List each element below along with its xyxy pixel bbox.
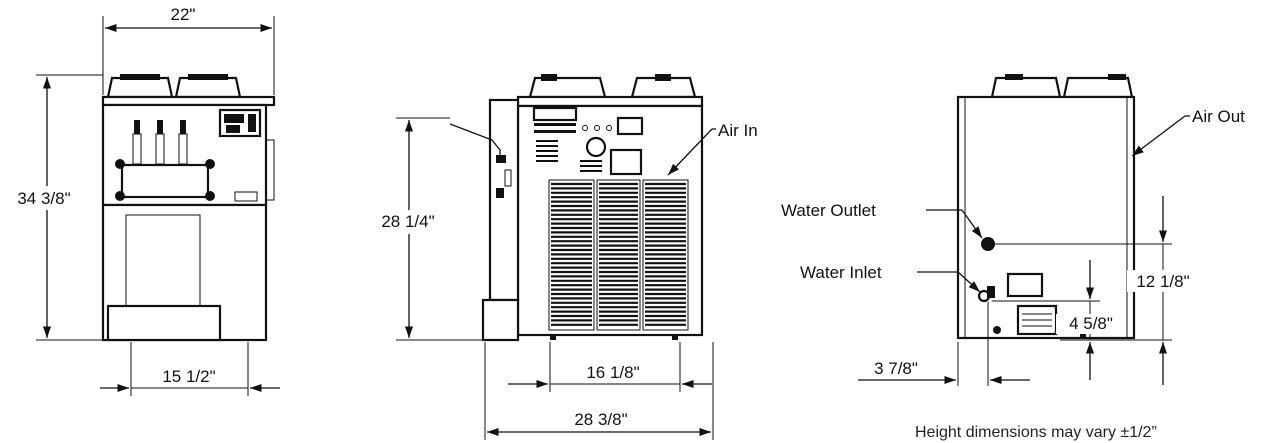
air-out-callout: Air Out bbox=[1192, 107, 1245, 126]
side-outer-width-label: 28 3/8" bbox=[574, 410, 627, 429]
front-view: 22" 34 3/8" 15 1/2" bbox=[4, 5, 280, 396]
height-tolerance-note: Height dimensions may vary ±1/2” bbox=[915, 424, 1157, 441]
water-inlet-callout: Water Inlet bbox=[800, 263, 882, 282]
inlet-offset-label: 3 7/8" bbox=[874, 359, 918, 378]
front-base-label: 15 1/2" bbox=[162, 367, 215, 386]
drip-tray bbox=[106, 304, 222, 342]
freezer-door bbox=[115, 159, 258, 202]
air-in-callout: Air In bbox=[718, 121, 758, 140]
inlet-height-label: 4 5/8" bbox=[1069, 314, 1113, 333]
outlet-height-label: 12 1/8" bbox=[1136, 272, 1189, 291]
side-view: Air In 28 1/4" 16 1/8" 28 3/8" bbox=[362, 74, 758, 440]
side-height-label: 28 1/4" bbox=[381, 212, 434, 231]
side-air-grilles bbox=[548, 179, 689, 331]
front-hopper-lids bbox=[106, 74, 242, 99]
control-panel bbox=[218, 108, 262, 138]
front-height-label: 34 3/8" bbox=[17, 189, 70, 208]
front-width-label: 22" bbox=[171, 5, 196, 24]
water-outlet-callout: Water Outlet bbox=[781, 201, 876, 220]
water-outlet-port bbox=[981, 237, 995, 251]
side-inner-width-label: 16 1/8" bbox=[586, 363, 639, 382]
rear-view: Air Out Water Outlet Water Inlet 12 1/8"… bbox=[781, 74, 1245, 386]
